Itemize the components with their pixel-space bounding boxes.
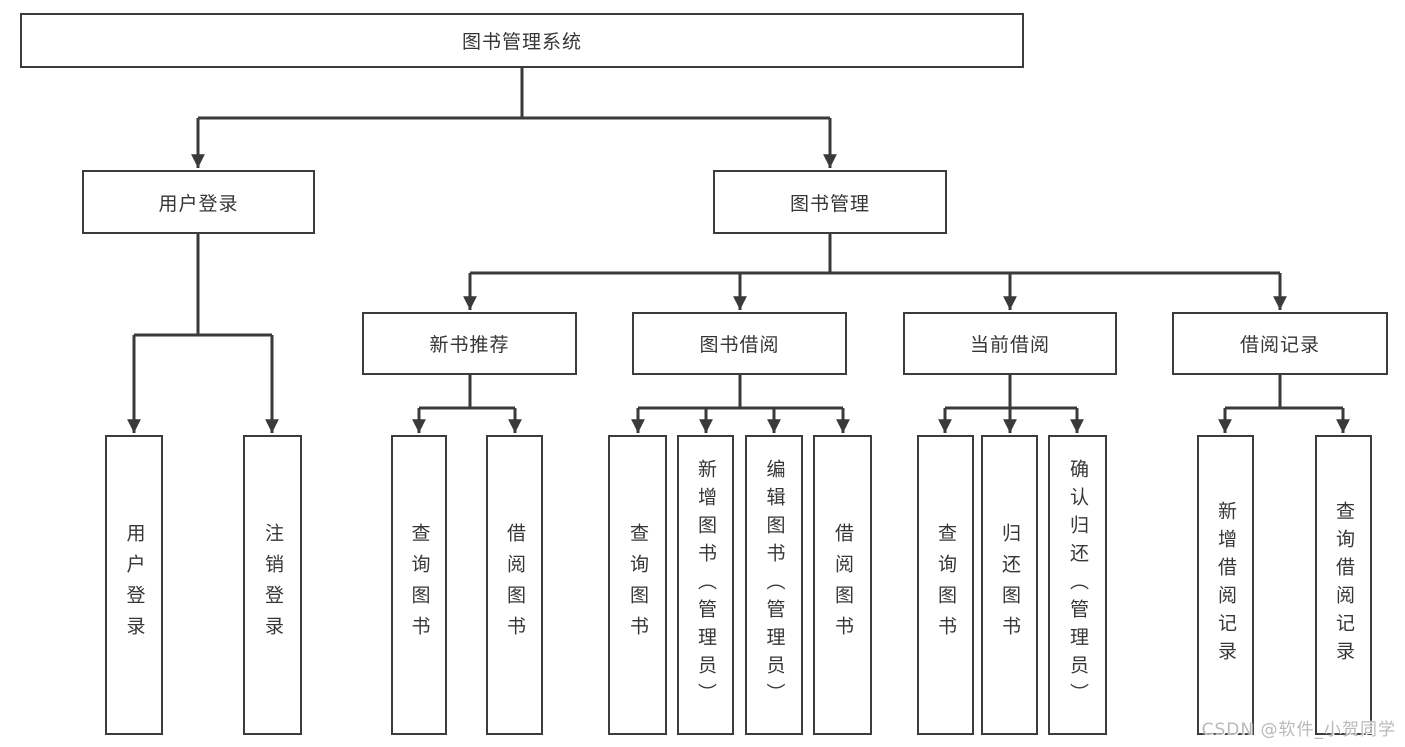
node-leaf-logout: 注销登录 bbox=[243, 435, 302, 735]
csdn-watermark: CSDN @软件_小贺同学 bbox=[1201, 720, 1396, 740]
node-current-borrow: 当前借阅 bbox=[903, 312, 1117, 375]
node-leaf-bb-add-books-admin: 新增图书（管理员） bbox=[677, 435, 734, 735]
node-leaf-bb-borrow-books: 借阅图书 bbox=[813, 435, 872, 735]
node-leaf-bb-edit-books-admin: 编辑图书（管理员） bbox=[745, 435, 803, 735]
node-leaf-br-query-record: 查询借阅记录 bbox=[1315, 435, 1372, 735]
node-leaf-cb-query-books: 查询图书 bbox=[917, 435, 974, 735]
node-leaf-bb-query-books: 查询图书 bbox=[608, 435, 667, 735]
node-book-management: 图书管理 bbox=[713, 170, 947, 234]
node-new-book-recommend: 新书推荐 bbox=[362, 312, 577, 375]
node-borrow-records: 借阅记录 bbox=[1172, 312, 1388, 375]
node-leaf-nb-borrow-books: 借阅图书 bbox=[486, 435, 543, 735]
node-leaf-cb-return-books: 归还图书 bbox=[981, 435, 1038, 735]
node-leaf-cb-confirm-return-admin: 确认归还（管理员） bbox=[1048, 435, 1107, 735]
node-leaf-nb-query-books: 查询图书 bbox=[391, 435, 447, 735]
node-user-login: 用户登录 bbox=[82, 170, 315, 234]
node-leaf-user-login: 用户登录 bbox=[105, 435, 163, 735]
node-root: 图书管理系统 bbox=[20, 13, 1024, 68]
node-leaf-br-add-record: 新增借阅记录 bbox=[1197, 435, 1254, 735]
node-book-borrow: 图书借阅 bbox=[632, 312, 847, 375]
